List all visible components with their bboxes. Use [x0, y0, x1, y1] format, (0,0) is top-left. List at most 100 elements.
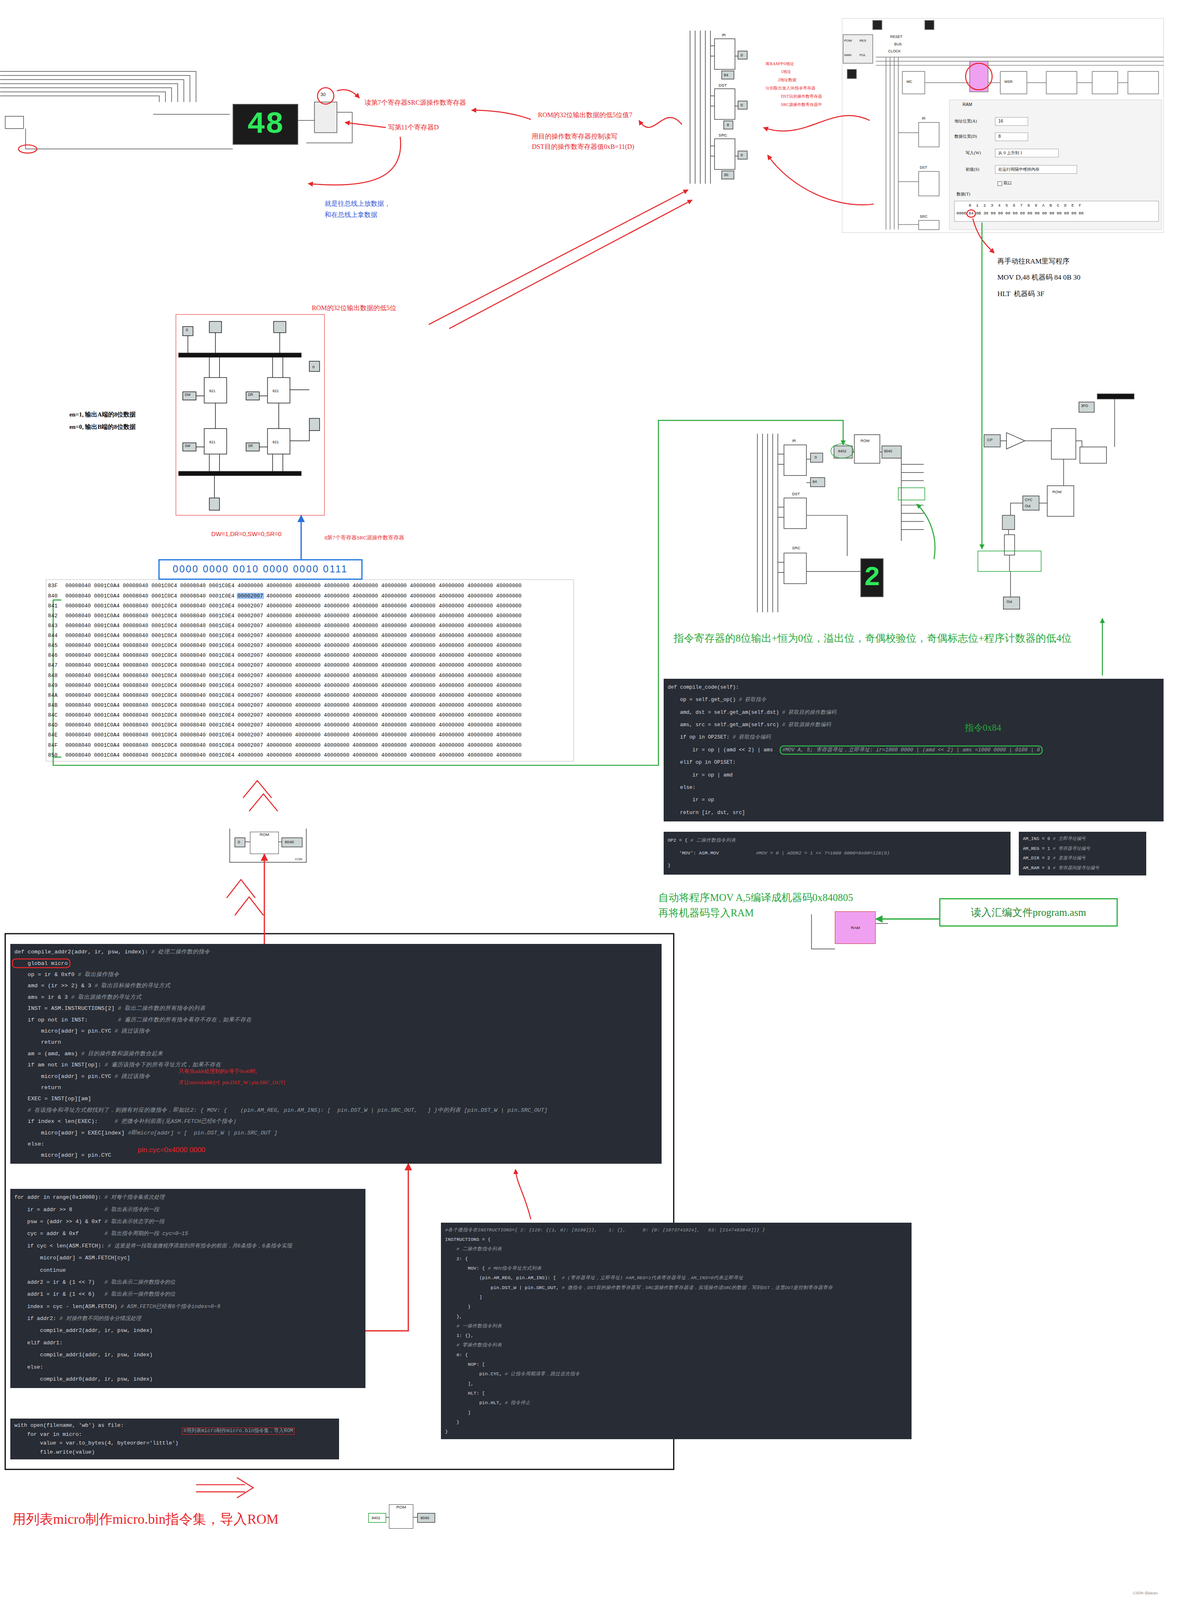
top-right-circuit	[969, 61, 989, 92]
annotation-label: 845	[47, 643, 58, 650]
annotation-label: 8第7个寄存器SRC源操作数寄存器	[324, 534, 405, 542]
rom-circuits	[368, 1513, 387, 1523]
code-line: psw = (addr >> 4) & 0xf # 取出表示状态字的一段	[14, 1215, 362, 1228]
annotation-label: #用列表micro制作micro.bin指令集，导入ROM	[181, 1427, 295, 1435]
annotation-label: DST	[919, 165, 928, 170]
annotation-label: 84	[812, 479, 817, 485]
code-panel: for addr in range(0x10000): # 对每个指令集依次处理…	[10, 1189, 366, 1389]
bus-register-circuit	[273, 321, 286, 333]
clock-circuit	[977, 551, 1042, 572]
bus-register-circuit	[309, 361, 320, 372]
code-line: continue	[14, 1264, 362, 1277]
annotation-label: 847	[47, 662, 58, 670]
annotation-label: 读第7个寄存器SRC源操作数寄存器	[364, 98, 467, 107]
code-line: OP2 = { # 二操作数指令列表	[667, 834, 1007, 848]
annotation-label: 84A	[47, 692, 58, 700]
file-box: 读入汇编文件program.asm	[939, 898, 1118, 927]
red-annotations	[336, 89, 360, 99]
green-annotations	[53, 420, 844, 766]
red-annotations	[972, 218, 995, 254]
top-right-circuit	[995, 132, 1028, 142]
annotation-label: 00008040 0001C0A4 00008040 0001C0C4 0000…	[65, 722, 522, 729]
annotation-label: 数据位宽(D)	[954, 134, 977, 140]
code-line: ir = op | (amd << 2) | ams #MOV A, 5; 寄存…	[667, 744, 1160, 757]
code-line: ir = op | amd	[667, 769, 1160, 782]
top-middle-circuit	[737, 51, 747, 60]
annotation-label: SRC	[792, 546, 801, 551]
ir-circuit	[830, 443, 853, 459]
top-right-circuit	[875, 57, 1164, 230]
annotation-label: pin.cyc=0x4000 0000	[137, 1146, 206, 1155]
code-line: am = (amd, ams) # 目的操作数和源操作数合起来	[14, 1048, 658, 1060]
annotation-label: 在运行间隔中维持内存	[998, 167, 1040, 172]
red-annotations	[449, 200, 693, 329]
annotation-label: 84D	[47, 722, 58, 729]
code-panel: OP2 = { # 二操作数指令列表 'MOV': ASM.MOV #MOV =…	[663, 831, 1011, 875]
annotation-label: MC	[906, 79, 913, 84]
annotation-label: CP	[987, 438, 993, 443]
annotation-label: 16	[998, 118, 1004, 124]
code-line: MOV: { # MOV指令寻址方式列表	[445, 1263, 908, 1274]
red-annotations	[763, 115, 870, 132]
annotation-label: 0	[237, 839, 241, 845]
annotation-label: 00008040 0001C0A4 00008040 0001C0C4 0000…	[65, 742, 522, 750]
top-right-circuit	[997, 181, 1002, 186]
annotation-label: 再将机器码导入RAM	[658, 907, 754, 919]
top-right-circuit	[995, 117, 1028, 126]
top-right-circuit	[843, 34, 873, 64]
annotation-label: 00008040 0001C0A4 00008040 0001C0C4 0000…	[65, 673, 522, 680]
code-line: 'MOV': ASM.MOV #MOV = 0 | ADDR2 = 1 << 7…	[667, 847, 1007, 860]
annotation-label: 00008040 0001C0A4 00008040 0001C0C4 0000…	[65, 613, 522, 620]
top-right-circuit	[995, 165, 1077, 174]
code-line: else:	[667, 781, 1160, 794]
annotation-label: 84	[723, 72, 729, 78]
red-annotations	[515, 1169, 531, 1220]
red-annotations	[428, 189, 689, 325]
code-panel: #各个微指令在INSTRUCTIONS={ 2: {128: {(1, 0): …	[440, 1222, 912, 1440]
bus-register-circuit	[209, 321, 222, 333]
top-right-circuit	[842, 18, 1164, 234]
annotation-label: IR	[921, 116, 926, 121]
bus-register-circuit	[309, 418, 320, 432]
annotation-label: DST目的操作数寄存器值0xB=11(D)	[531, 143, 634, 151]
annotation-label: 0000 84 0B 30 00 00 00 00 00 00 00 00 00…	[956, 211, 1084, 216]
top-right-circuit	[995, 148, 1059, 158]
code-line: (pin.AM_REG, pin.AM_INS): [ # (寄存器寻址，立即寻…	[445, 1273, 908, 1283]
top-middle-circuit	[721, 170, 735, 180]
annotation-label: DW=1,DR=0,SW=0,SR=0	[211, 530, 282, 538]
clock-circuit	[1051, 428, 1076, 460]
annotation-label: 0 1 2 3 4 5 6 7 8 9 A B C D E F	[968, 203, 1083, 208]
annotation-label: 用列表micro制作micro.bin指令集，导入ROM	[12, 1511, 279, 1528]
node-text: 读入汇编文件program.asm	[970, 905, 1087, 920]
top-right-circuit	[1092, 71, 1118, 94]
ir-circuit	[757, 433, 925, 613]
node-text: ROM	[259, 832, 269, 837]
annotation-label: DW	[184, 393, 191, 398]
top-middle-circuit	[714, 88, 735, 120]
code-line: }	[445, 1302, 908, 1312]
top-middle-circuit	[737, 150, 747, 160]
annotation-label: 0	[740, 102, 744, 108]
code-line: pin.CYC, # 让指令周期清零，跳过这次指令	[445, 1369, 908, 1379]
ir-circuit	[784, 445, 807, 476]
seven-segment-display: 48	[232, 103, 298, 145]
clock-circuit	[1079, 447, 1107, 464]
clock-circuit	[1003, 597, 1021, 610]
code-line: },	[445, 1312, 908, 1322]
code-line: cyc = addr & 0xf # 取出指令周期的一段 cyc=0~15	[14, 1227, 362, 1240]
connector	[300, 515, 302, 560]
annotation-label: 0	[740, 152, 744, 158]
code-line: 2: {	[445, 1254, 908, 1264]
code-line: pin.DST_W | pin.SRC_OUT, # 微指令，DST目的操作数寄…	[445, 1283, 908, 1293]
annotation-label: 8402	[838, 449, 847, 454]
annotation-label: 8402	[371, 1516, 381, 1521]
code-line: if cyc < len(ASM.FETCH): # 这里是将一段取值微程序添加…	[14, 1240, 362, 1253]
code-line: AM_RAM = 3 # 寄存器间接寻址编号	[1022, 863, 1143, 874]
green-annotations	[1101, 618, 1103, 677]
code-line: micro[addr] = pin.CYC	[14, 1149, 658, 1162]
code-line: if addr2: # 对操作数不同的指令分情况处理	[14, 1312, 362, 1325]
ir-circuit	[898, 487, 925, 501]
bus-register-circuit	[246, 391, 260, 401]
code-line: ]	[445, 1408, 908, 1418]
bus-register-circuit	[209, 498, 220, 511]
